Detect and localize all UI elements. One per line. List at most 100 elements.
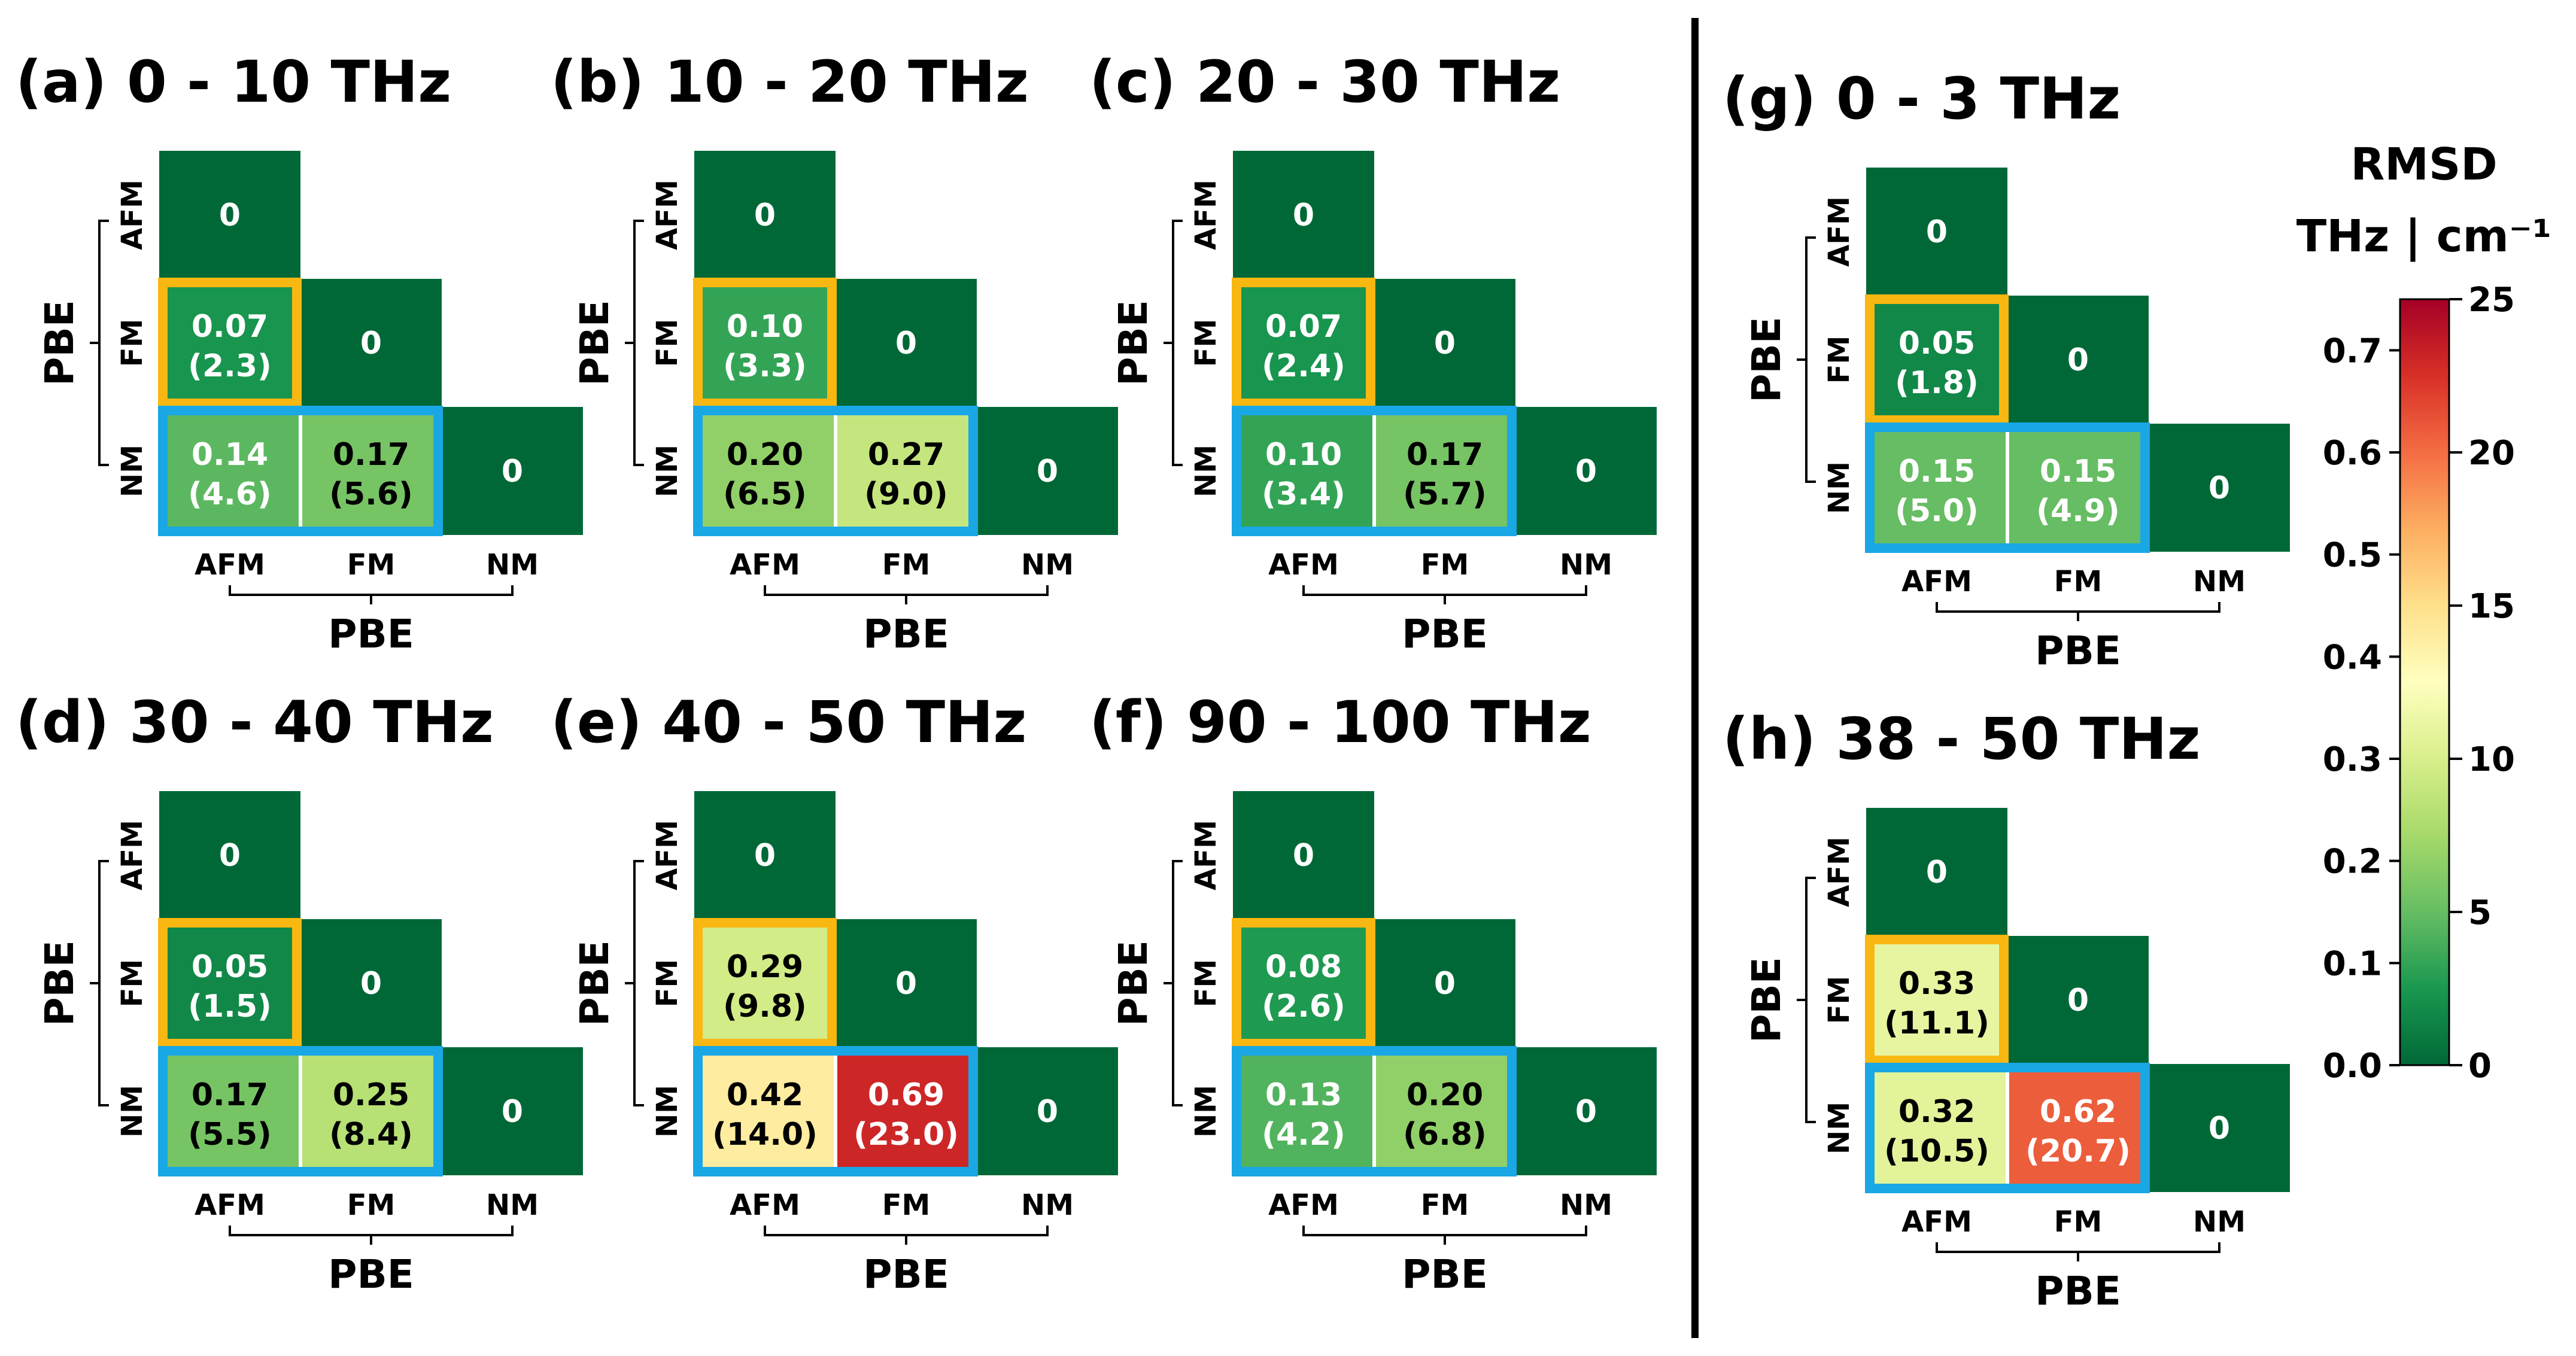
nm-highlight-box <box>693 1046 978 1176</box>
heatmap-cell <box>300 407 442 535</box>
panel-title: (e) 40 - 50 THz <box>551 689 1026 756</box>
fm-highlight-box <box>1865 935 2009 1065</box>
heatmap-cell <box>2149 1064 2290 1192</box>
row-tick-label: FM <box>651 319 684 367</box>
col-group-label: PBE <box>328 611 414 657</box>
cell-value-label: 0 <box>1575 454 1597 490</box>
heatmap-cell <box>1866 808 2007 936</box>
cell-value-label: 0 <box>895 326 917 361</box>
cell-value-label: 0 <box>754 197 776 233</box>
colorbar-right-tick-label: 5 <box>2468 893 2492 932</box>
cell-value-sublabel: (9.0) <box>864 476 948 512</box>
col-tick-label: FM <box>2054 565 2103 598</box>
heatmap-panel: (g) 0 - 3 THz00.05(1.8)00.15(5.0)0.15(4.… <box>1723 65 2290 674</box>
cell-value-label: 0.33 <box>1898 966 1975 1002</box>
cell-value-label: 0 <box>1926 214 1948 250</box>
cell-value-label: 0.07 <box>192 309 268 345</box>
heatmap-cell <box>159 1047 300 1175</box>
heatmap-cell <box>159 791 300 919</box>
heatmap-cell <box>300 279 442 407</box>
row-group-label: PBE <box>1110 940 1156 1026</box>
cell-value-label: 0.05 <box>1898 326 1975 361</box>
panel-title: (b) 10 - 20 THz <box>551 48 1029 115</box>
row-group-bracket <box>90 860 109 1106</box>
cell-value-sublabel: (9.8) <box>723 989 807 1024</box>
heatmap-cell <box>300 919 442 1047</box>
cell-value-sublabel: (4.6) <box>188 476 272 512</box>
heatmap-cell <box>1233 279 1374 407</box>
heatmap-cell <box>1233 151 1374 279</box>
cell-value-sublabel: (6.5) <box>723 476 807 512</box>
heatmap-cell <box>1374 279 1515 407</box>
col-tick-label: FM <box>347 1188 396 1222</box>
heatmap-cell <box>694 407 836 535</box>
cell-value-label: 0 <box>1926 855 1948 890</box>
cell-value-label: 0 <box>2209 1111 2230 1147</box>
col-group-label: PBE <box>2035 1268 2121 1314</box>
cell-value-label: 0.08 <box>1265 949 1342 985</box>
col-tick-label: AFM <box>1901 1205 1972 1239</box>
heatmap-cell <box>694 151 836 279</box>
row-group-bracket <box>625 220 644 466</box>
colorbar-right-tick-label: 15 <box>2468 587 2515 626</box>
cell-value-label: 0.20 <box>727 437 803 473</box>
row-tick-label: AFM <box>116 180 149 250</box>
col-tick-label: NM <box>486 548 539 582</box>
cell-value-sublabel: (3.3) <box>723 348 807 384</box>
panel-title: (c) 20 - 30 THz <box>1089 48 1560 115</box>
cell-value-label: 0.14 <box>192 437 268 473</box>
col-tick-label: AFM <box>1901 565 1972 598</box>
col-tick-label: AFM <box>730 1188 800 1222</box>
cell-value-sublabel: (2.6) <box>1262 989 1345 1024</box>
cell-value-sublabel: (14.0) <box>712 1117 818 1153</box>
cell-value-label: 0 <box>1575 1094 1597 1130</box>
cell-value-sublabel: (11.1) <box>1884 1005 1989 1041</box>
col-tick-label: NM <box>2193 1205 2246 1239</box>
colorbar-left-tick-label: 0.3 <box>2323 740 2382 779</box>
fm-highlight-box <box>158 918 302 1048</box>
heatmap-cell <box>1233 407 1374 535</box>
fm-highlight-box <box>1865 294 2009 425</box>
cell-value-label: 0 <box>754 838 776 874</box>
cell-value-label: 0 <box>502 454 523 490</box>
heatmap-cell <box>694 791 836 919</box>
row-tick-label: NM <box>651 445 684 497</box>
cell-value-sublabel: (2.4) <box>1262 348 1345 384</box>
heatmap-cell <box>442 1047 583 1175</box>
row-tick-label: AFM <box>1822 196 1856 267</box>
cell-value-sublabel: (10.5) <box>1884 1133 1989 1169</box>
col-group-bracket <box>1936 1242 2220 1261</box>
col-tick-label: NM <box>1560 548 1612 582</box>
cell-value-label: 0 <box>2067 342 2089 378</box>
cell-value-label: 0.15 <box>1898 454 1975 490</box>
heatmap-cell <box>2007 1064 2149 1192</box>
fm-highlight-box <box>1232 278 1375 408</box>
row-tick-label: FM <box>1822 336 1856 384</box>
heatmap-panel: (f) 90 - 100 THz00.08(2.6)00.13(4.2)0.20… <box>1089 689 1657 1297</box>
heatmap-cell <box>159 407 300 535</box>
row-group-label: PBE <box>572 940 618 1026</box>
cell-value-label: 0.15 <box>2040 454 2116 490</box>
cell-value-sublabel: (5.7) <box>1403 476 1487 512</box>
col-tick-label: AFM <box>1268 1188 1339 1222</box>
row-tick-label: FM <box>1189 959 1223 1008</box>
row-tick-label: NM <box>1189 445 1223 497</box>
cell-value-label: 0 <box>1434 966 1456 1002</box>
col-group-label: PBE <box>1402 611 1488 657</box>
row-group-bracket <box>1797 236 1816 483</box>
panel-title: (a) 0 - 10 THz <box>16 48 451 115</box>
cell-value-label: 0 <box>502 1094 523 1130</box>
colorbar-subtitle: THz | cm⁻¹ <box>2296 211 2551 262</box>
cell-value-label: 0 <box>1293 838 1314 874</box>
colorbar-right-tick-label: 25 <box>2468 281 2515 320</box>
col-tick-label: FM <box>347 548 396 582</box>
heatmap-panel: (h) 38 - 50 THz00.33(11.1)00.32(10.5)0.6… <box>1723 706 2290 1314</box>
heatmap-panel: (e) 40 - 50 THz00.29(9.8)00.42(14.0)0.69… <box>551 689 1118 1297</box>
cell-value-sublabel: (5.5) <box>188 1117 272 1153</box>
col-group-label: PBE <box>863 611 949 657</box>
panel-title: (f) 90 - 100 THz <box>1089 689 1591 756</box>
cell-value-label: 0.07 <box>1265 309 1342 345</box>
cell-value-sublabel: (6.8) <box>1403 1117 1487 1153</box>
cell-value-label: 0.69 <box>868 1077 944 1113</box>
heatmap-cell <box>2007 424 2149 552</box>
